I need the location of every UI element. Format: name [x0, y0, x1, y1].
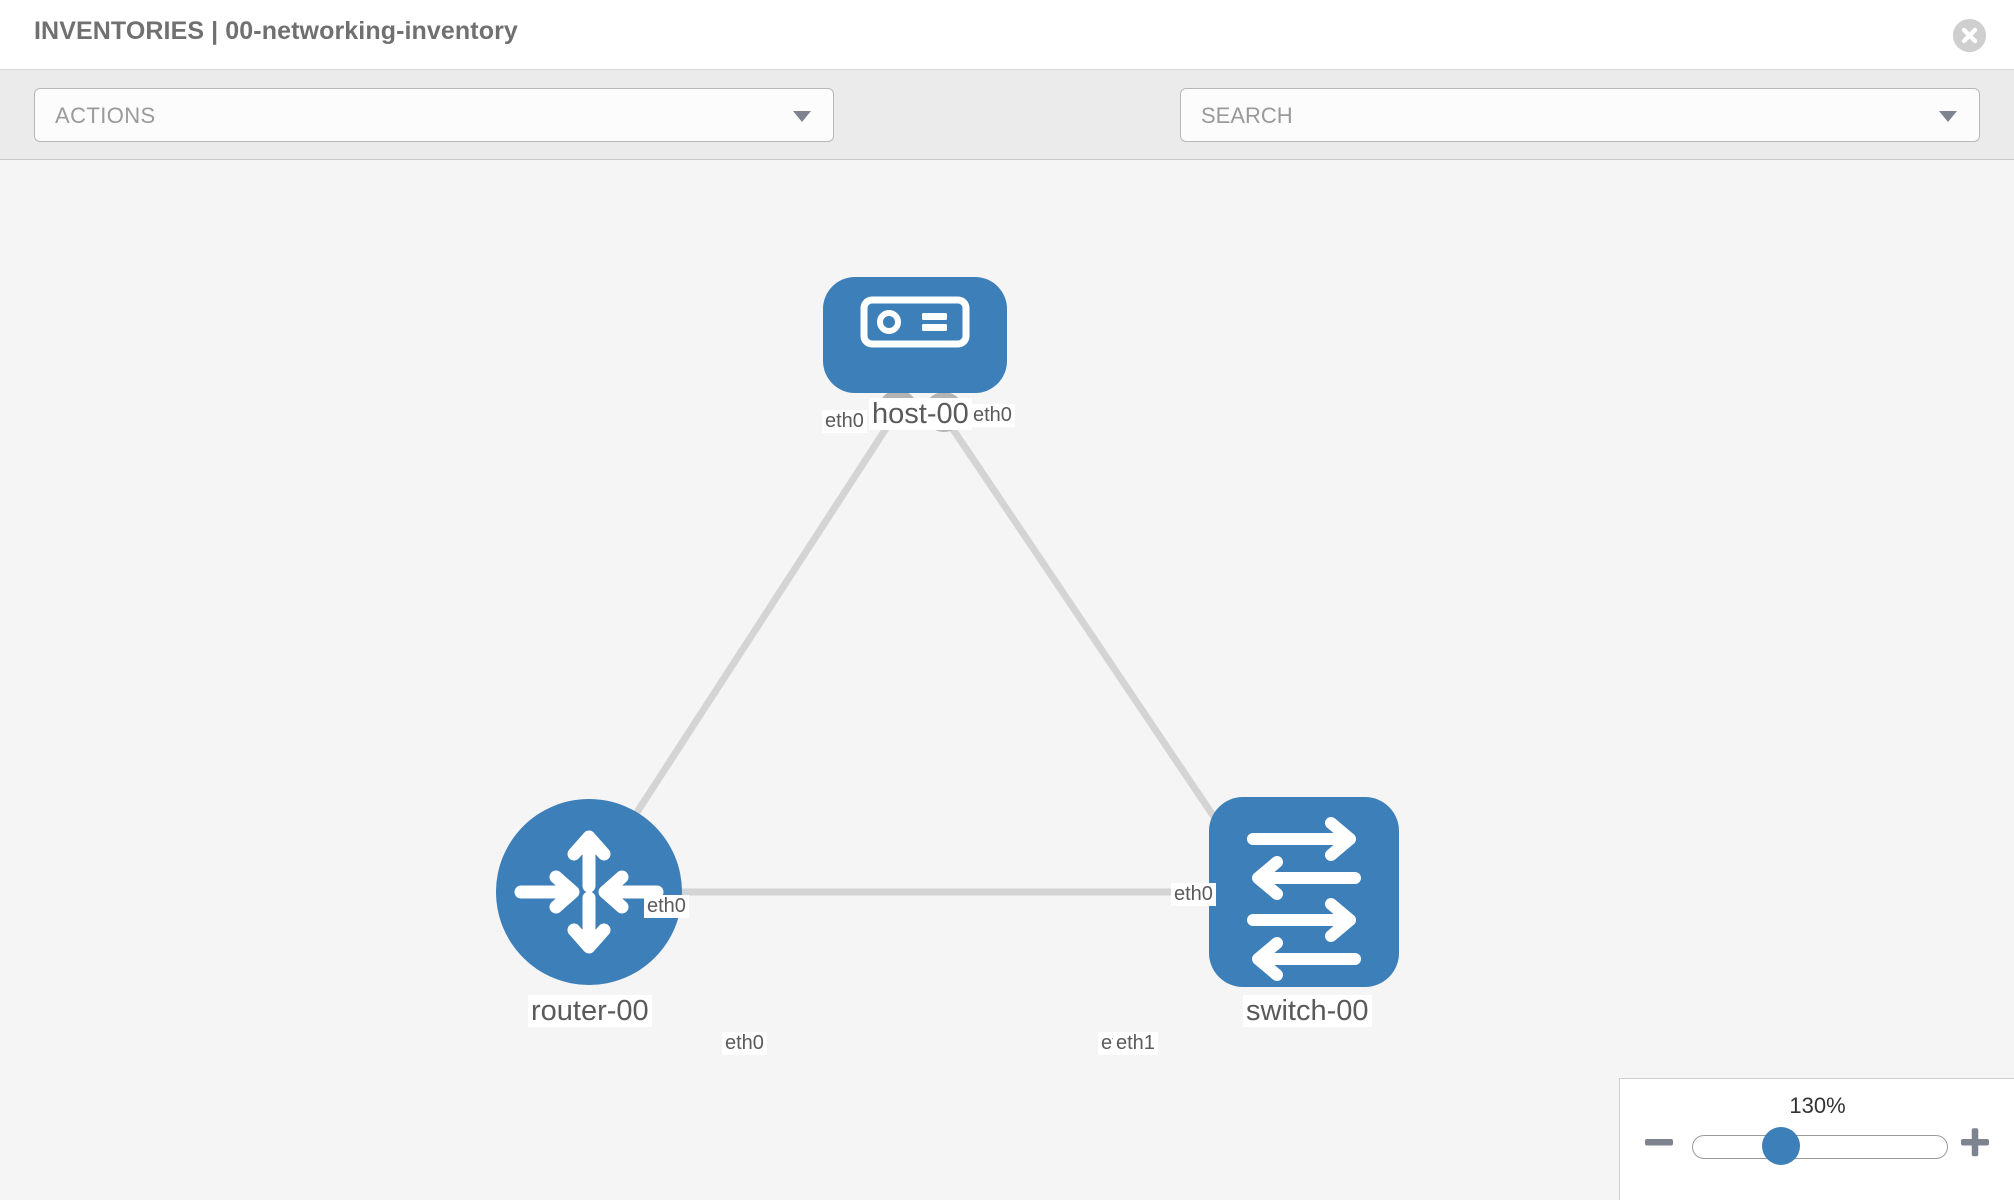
interface-label-router-up: eth0: [644, 895, 689, 918]
link-host-switch: [937, 408, 1246, 862]
server-icon: [860, 296, 970, 348]
node-switch-00[interactable]: [1209, 797, 1399, 987]
minus-icon[interactable]: [1642, 1125, 1676, 1159]
interface-label-router-right: eth0: [722, 1032, 767, 1055]
actions-dropdown-label: ACTIONS: [55, 103, 156, 128]
node-label-router-00: router-00: [528, 995, 652, 1028]
actions-dropdown[interactable]: ACTIONS: [34, 88, 834, 142]
search-field[interactable]: [1180, 88, 1980, 143]
link-host-router: [603, 408, 901, 862]
node-label-host-00: host-00: [869, 398, 972, 431]
interface-label-switch-left-b: eth1: [1113, 1032, 1158, 1055]
zoom-control-panel: 130%: [1619, 1078, 2014, 1200]
chevron-down-icon[interactable]: [1939, 111, 1957, 122]
node-host-00[interactable]: [823, 277, 1007, 393]
toolbar: ACTIONS: [0, 70, 2014, 198]
topology-graph[interactable]: [0, 160, 2014, 1200]
close-icon[interactable]: [1953, 19, 1986, 52]
zoom-slider-handle[interactable]: [1762, 1127, 1800, 1165]
page-header: INVENTORIES | 00-networking-inventory: [0, 0, 2014, 70]
plus-icon[interactable]: [1958, 1125, 1992, 1159]
search-input[interactable]: [1199, 89, 1903, 143]
interface-label-host-left: eth0: [822, 410, 867, 433]
interface-label-switch-up: eth0: [1171, 883, 1216, 906]
switch-arrows-icon: [1247, 817, 1361, 981]
zoom-level-value: 130%: [1789, 1093, 1846, 1118]
topology-canvas[interactable]: eth0 host-00 eth0 eth0 eth0 eth0 eth eth…: [0, 160, 2014, 1200]
page-title: INVENTORIES | 00-networking-inventory: [34, 17, 518, 45]
node-label-switch-00: switch-00: [1243, 995, 1372, 1028]
interface-label-host-right: eth0: [970, 404, 1015, 427]
zoom-slider-track[interactable]: [1692, 1135, 1948, 1159]
node-router-00[interactable]: [496, 799, 682, 985]
chevron-down-icon: [793, 111, 811, 122]
router-arrows-icon: [514, 830, 664, 954]
